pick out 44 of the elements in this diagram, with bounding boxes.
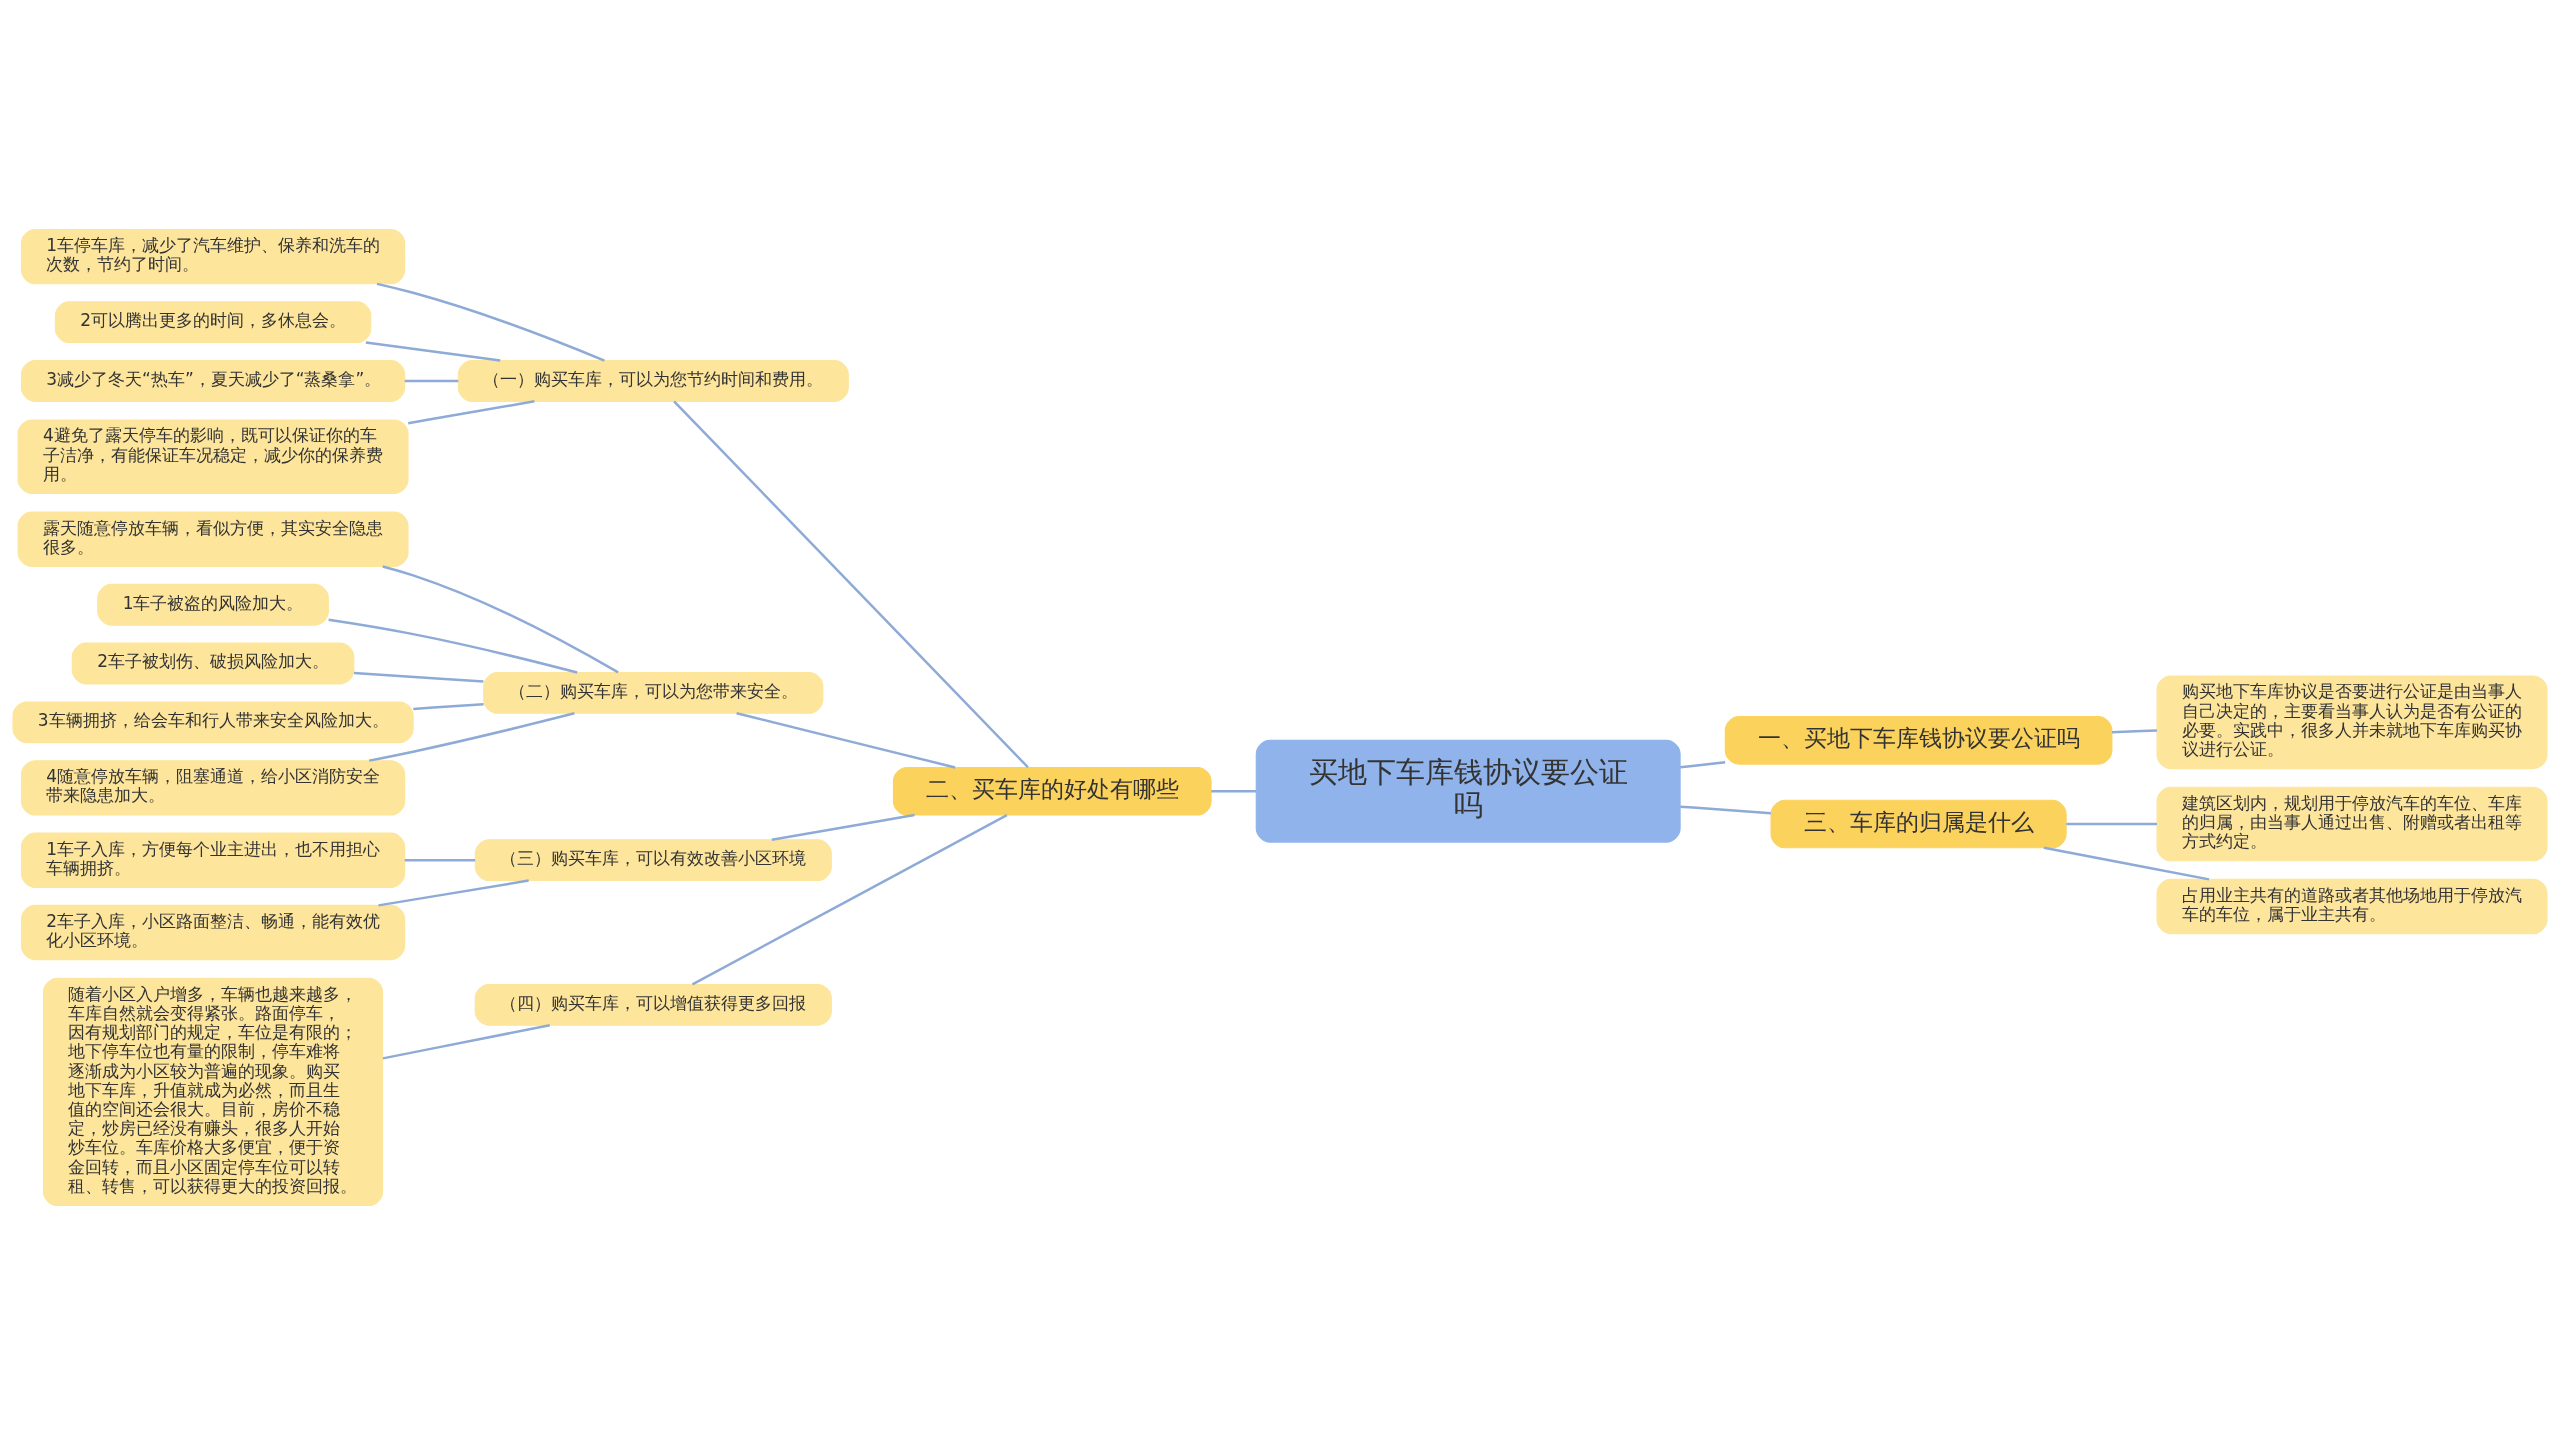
node-box: 建筑区划内，规划用于停放汽车的车位、车库的归属，由当事人通过出售、附赠或者出租等方式约定。 [2156,786,2548,862]
node-box: 3车辆拥挤，给会车和行人带来安全风险加大。 [12,701,414,744]
connector [673,400,1029,769]
connector [1680,805,1771,815]
node-box: （三）购买车库，可以有效改善小区环境 [474,839,832,882]
node-box: 4随意停放车辆，阻塞通道，给小区消防安全带来隐患加大。 [20,760,406,816]
node-box: 占用业主共有的道路或者其他场地用于停放汽车的车位，属于业主共有。 [2156,878,2548,935]
connector [408,400,535,425]
node-box: 随着小区入户增多，车辆也越来越多，车库自然就会变得紧张。路面停车，因有规划部门的规定，车位是有限的；地下停车位也有量的限制，停车难将逐渐成为小区较为普遍的现象。购买地下车库，升值就成为必然，而且生值的空间还会很大。目前，房价不稳定，炒房已经没有赚头，很多人开始炒车位。车库价格大多便宜，便于资金回转，而且小区固定停车位可以转租、转售，可以获得更大的投资回报。 [42,977,384,1207]
node-box: 4避免了露天停车的影响，既可以保证你的车子洁净，有能保证车况稳定，减少你的保养费用。 [17,419,409,494]
node-box: 买地下车库钱协议要公证吗 [1255,739,1681,843]
connector [368,712,575,762]
connector [736,712,956,769]
node-box: 购买地下车库协议是否要进行公证是由当事人自己决定的，主要看当事人认为是否有公证的必要。实践中，很多人并未就地下车库购买协议进行公证。 [2156,675,2548,770]
node-box: 一、买地下车库钱协议要公证吗 [1724,716,2113,765]
node-box: （四）购买车库，可以增值获得更多回报 [474,983,832,1026]
node-box: 露天随意停放车辆，看似方便，其实安全隐患很多。 [17,511,409,567]
connector [382,1024,550,1060]
connector [404,858,476,862]
connector [404,379,459,383]
node-box: 2车子被划伤、破损风险加大。 [71,642,355,685]
connector [376,282,605,362]
node-box: 1车停车库，减少了汽车维护、保养和洗车的次数，节约了时间。 [20,228,406,285]
node-box: 2可以腾出更多的时间，多休息会。 [54,301,372,344]
connector [2111,729,2157,734]
node-box: 3减少了冬天“热车”，夏天减少了“蒸桑拿”。 [20,360,406,402]
node-box: 1车子被盗的风险加大。 [97,583,329,626]
node-box: 1车子入库，方便每个业主进出，也不用担心车辆拥挤。 [20,832,406,888]
connector [691,813,1008,986]
connector [365,341,501,362]
connector [1680,760,1726,769]
connector [1211,790,1257,793]
connector [328,618,578,674]
node-box: 2车子入库，小区路面整洁、畅通，能有效优化小区环境。 [20,904,406,961]
node-box: （一）购买车库，可以为您节约时间和费用。 [457,360,849,402]
node-box: 三、车库的归属是什么 [1770,799,2067,849]
connector [353,671,484,683]
connector [378,879,529,907]
connector [382,565,619,674]
connector [2066,822,2157,826]
node-box: 二、买车库的好处有哪些 [892,766,1212,816]
connector [413,702,484,711]
connector [771,813,915,841]
node-box: （二）购买车库，可以为您带来安全。 [483,672,824,714]
